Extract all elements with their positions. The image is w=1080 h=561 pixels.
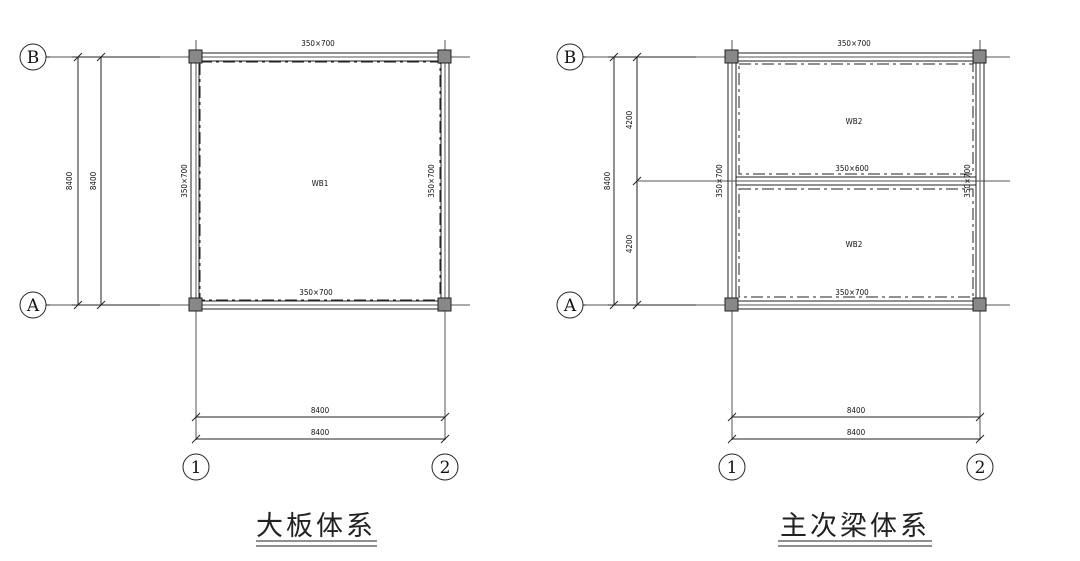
axis-label-A: A: [26, 296, 40, 316]
beam-label-left: 350×700: [715, 164, 724, 198]
slab-label-lower: WB2: [846, 240, 863, 249]
axis-label-1: 1: [727, 458, 738, 478]
beam-label-right: 350×700: [963, 164, 972, 198]
beam-label-bottom: 350×700: [299, 288, 333, 297]
axis-label-1: 1: [191, 458, 202, 478]
axis-label-B: B: [27, 48, 40, 68]
slab-label-upper: WB2: [846, 117, 863, 126]
dim-outer-vertical: 8400: [603, 171, 612, 190]
axis-label-A: A: [563, 296, 577, 316]
left-plan-title: 大板体系: [256, 511, 376, 542]
column: [724, 297, 739, 312]
right-beam-outlines: [727, 52, 985, 310]
column: [724, 49, 739, 64]
beam-label-right: 350×700: [427, 164, 436, 198]
dim-horizontal-2: 8400: [311, 428, 330, 437]
left-beam-outlines: [190, 52, 450, 310]
axis-bubble-2: [966, 453, 994, 481]
column: [437, 49, 452, 64]
dim-horizontal-1: 8400: [311, 406, 330, 415]
column: [972, 49, 987, 64]
beam-label-left: 350×700: [180, 164, 189, 198]
right-plan-title: 主次梁体系: [780, 511, 930, 542]
column: [437, 297, 452, 312]
axis-bubble-2: [431, 453, 459, 481]
axis-label-B: B: [564, 48, 577, 68]
dim-inner-vertical: 8400: [89, 171, 98, 190]
left-plan: [19, 40, 470, 547]
axis-bubble-1: [718, 453, 746, 481]
axis-label-2: 2: [440, 458, 451, 478]
axis-label-2: 2: [975, 458, 986, 478]
column: [188, 49, 203, 64]
dim-outer-vertical: 8400: [65, 171, 74, 190]
axis-bubble-1: [182, 453, 210, 481]
column: [188, 297, 203, 312]
slab-label: WB1: [312, 179, 329, 188]
right-plan: [556, 40, 1010, 547]
beam-label-mid: 350×600: [835, 164, 869, 173]
beam-label-top: 350×700: [301, 39, 335, 48]
column: [972, 297, 987, 312]
dim-horizontal-2: 8400: [847, 428, 866, 437]
beam-label-bottom: 350×700: [835, 288, 869, 297]
dim-upper-vertical: 4200: [625, 110, 634, 129]
dim-horizontal-1: 8400: [847, 406, 866, 415]
dim-lower-vertical: 4200: [625, 234, 634, 253]
beam-label-top: 350×700: [837, 39, 871, 48]
